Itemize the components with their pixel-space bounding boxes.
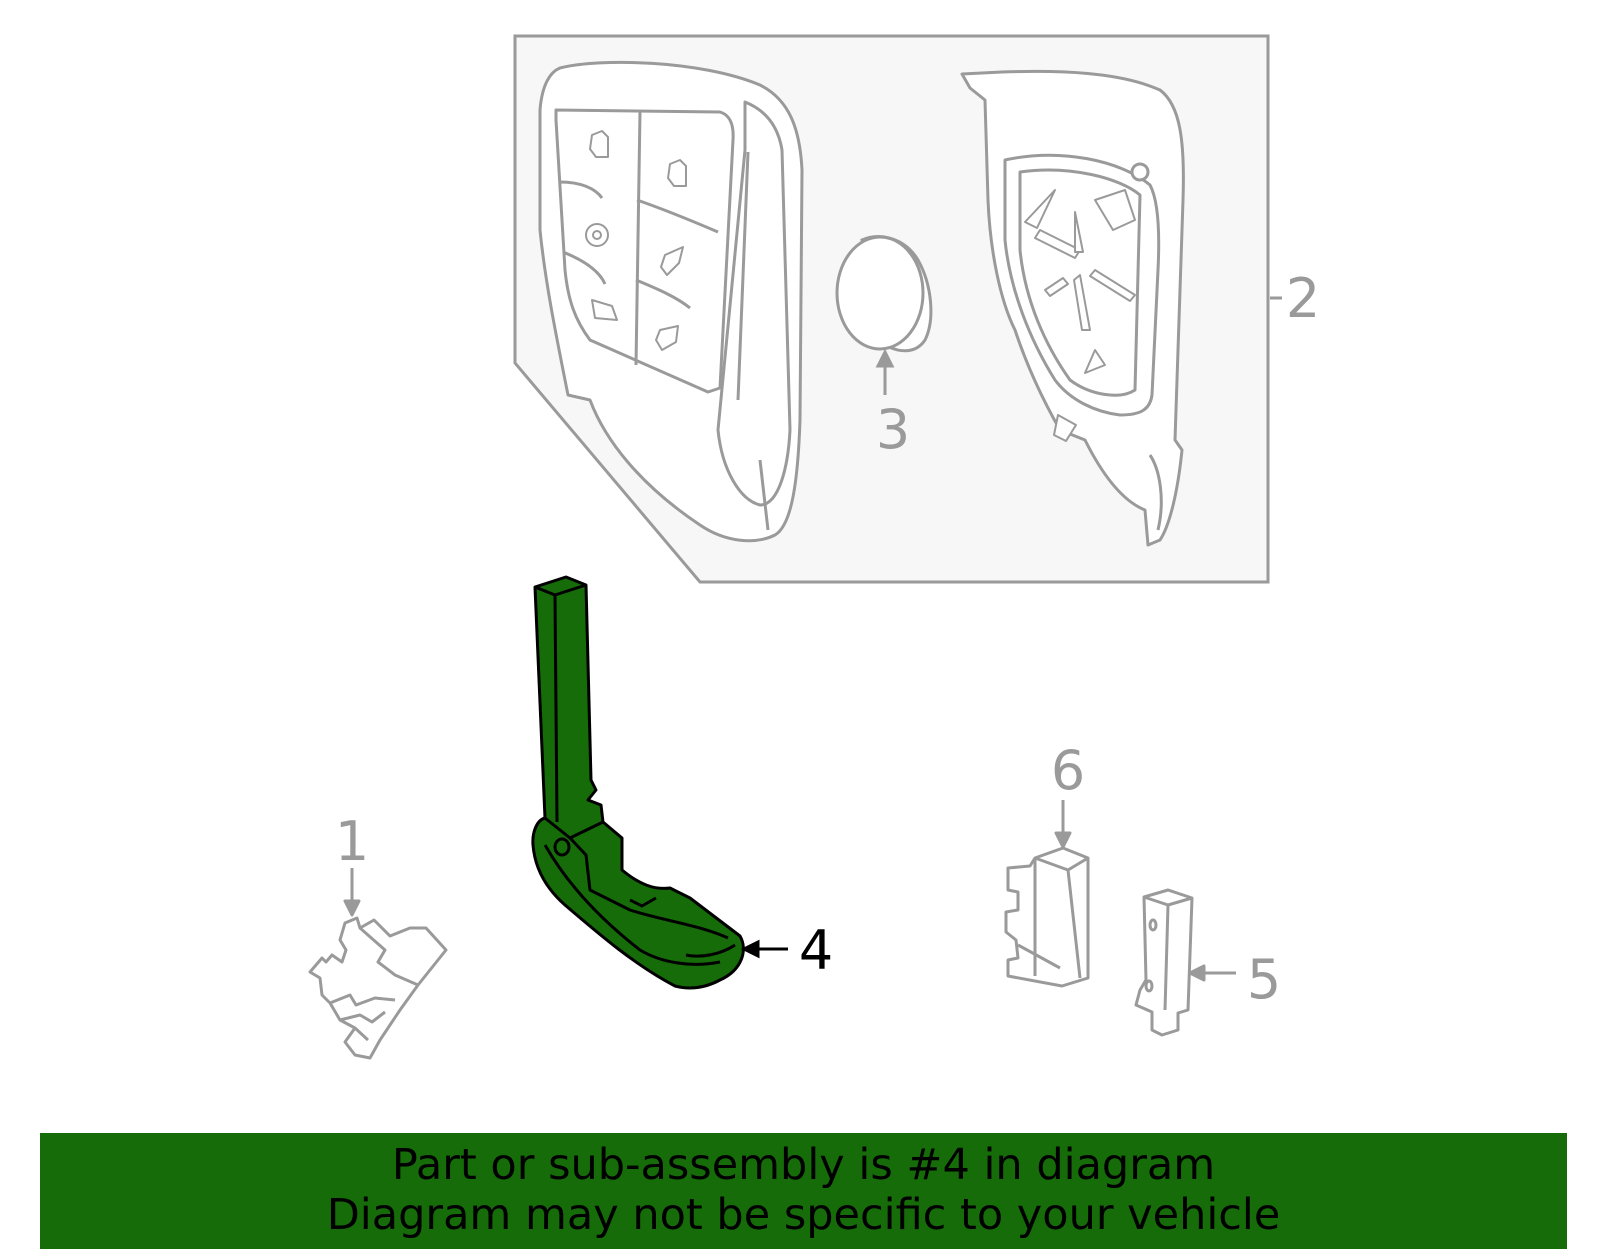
callout-5: 5 [1247, 948, 1281, 1011]
part-1-bracket [308, 868, 448, 1060]
part-5-bracket [1134, 888, 1236, 1037]
key-fob-rear-housing [960, 69, 1185, 547]
callout-6: 6 [1051, 739, 1085, 802]
part-6-bracket [1004, 800, 1090, 988]
callout-2: 2 [1286, 267, 1320, 330]
callout-4: 4 [799, 919, 833, 982]
callout-3: 3 [876, 398, 910, 461]
banner-line-2: Diagram may not be specific to your vehi… [326, 1190, 1281, 1240]
battery [835, 235, 933, 395]
info-banner: Part or sub-assembly is #4 in diagram Di… [40, 1133, 1567, 1249]
callout-4-arrow [740, 939, 788, 959]
callout-1: 1 [335, 810, 369, 873]
emergency-key-blade [531, 575, 745, 990]
key-fob-front-housing [538, 60, 804, 543]
banner-line-1: Part or sub-assembly is #4 in diagram [391, 1140, 1216, 1190]
